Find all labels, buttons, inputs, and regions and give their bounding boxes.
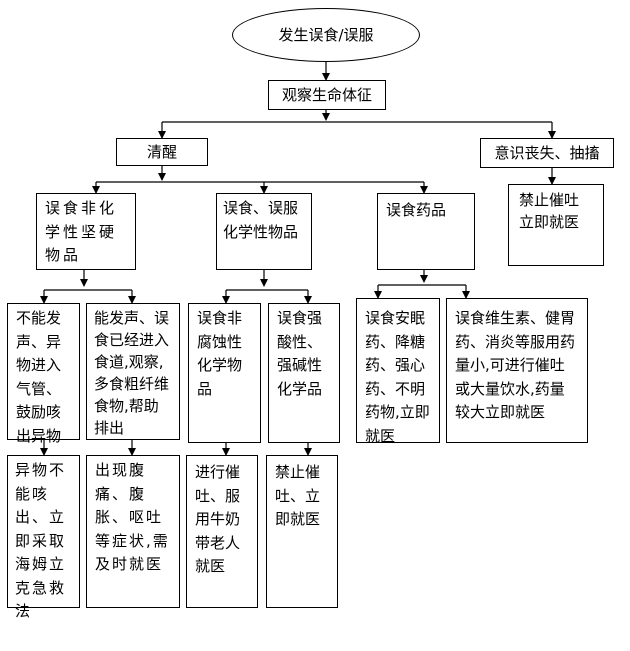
cannot-cough-node: 不能发声、异物进入气管、鼓励咳出异物 [7, 303, 80, 445]
chemical-node: 误食、误服化学性物品 [216, 193, 312, 270]
conscious-node: 清醒 [116, 138, 208, 166]
unconscious-action-node: 禁止催吐立即就医 [508, 184, 604, 266]
observe-vitals-node: 观察生命体征 [268, 80, 386, 110]
can-speak-node: 能发声、误食已经进入食道,观察,多食粗纤维食物,帮助排出 [86, 303, 180, 440]
drug-node: 误食药品 [377, 193, 475, 270]
heimlich-node: 异物不能咳出、立即采取海姆立克急救法 [7, 455, 80, 620]
hard-object-node: 误食非化学性坚硬物品 [36, 193, 136, 270]
no-vomit-node: 禁止催吐、立即就医 [266, 455, 338, 608]
symptoms-node: 出现腹痛、腹胀、呕吐等症状,需及时就医 [86, 455, 180, 608]
non-corrosive-node: 误食非腐蚀性化学物品 [188, 303, 261, 443]
strong-acid-base-node: 误食强酸性、强碱性化学品 [268, 303, 340, 443]
induce-vomit-node: 进行催吐、服用牛奶带老人就医 [186, 455, 258, 608]
unconscious-node: 意识丧失、抽搐 [480, 138, 614, 168]
start-node: 发生误食/误服 [232, 8, 420, 62]
vitamin-drugs-node: 误食维生素、健胃药、消炎等服用药量小,可进行催吐或大量饮水,药量较大立即就医 [446, 298, 588, 443]
sedative-drugs-node: 误食安眠药、降糖药、强心药、不明药物,立即就医 [356, 298, 440, 445]
